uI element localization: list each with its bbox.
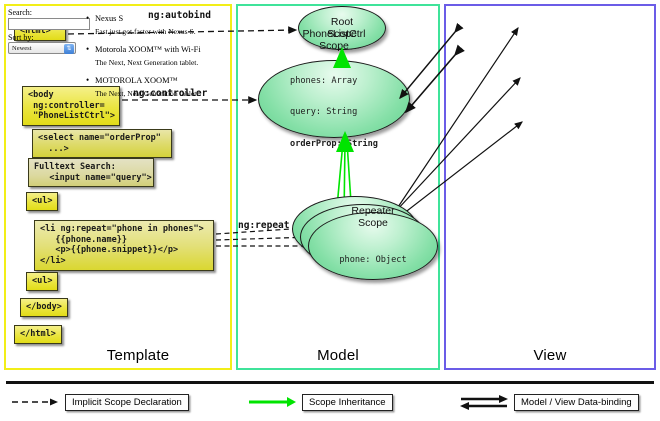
repeater-scope-title-line2: Scope <box>358 217 388 230</box>
panel-view: View <box>444 4 656 370</box>
code-box-fulltext-search: Fulltext Search: <input name="query"> <box>28 158 154 188</box>
scope-ellipse-repeater: Repeater Scope phone: Object <box>308 205 438 280</box>
legend-divider <box>6 381 654 384</box>
panel-template-title: Template <box>106 347 170 364</box>
search-input[interactable] <box>8 18 90 30</box>
code-box-ul-close: <ul> <box>26 272 58 291</box>
connector-label-repeat: ng:repeat <box>238 220 290 231</box>
code-box-body-open: <body ng:controller= "PhoneListCtrl"> <box>22 86 120 126</box>
scope-ellipse-phonelistctrl: PhoneListCtrl Scope phones: Array query:… <box>258 28 410 149</box>
root-scope-title-line2: Scope <box>327 28 357 40</box>
phonelist-scope-title-line2: Scope <box>319 39 349 52</box>
phone-name: Motorola XOOM™ with Wi-Fi <box>86 44 218 54</box>
panel-view-title: View <box>533 347 567 364</box>
prop-phone: phone: Object <box>339 255 407 266</box>
prop-query: query: String <box>290 107 358 118</box>
phone-snippet: The Next, Next Generation tablet. <box>95 89 199 98</box>
phone-name: MOTOROLA XOOM™ <box>86 75 218 85</box>
legend: Implicit Scope Declaration Scope Inherit… <box>0 389 660 419</box>
sortby-label: Sort by: <box>8 33 34 42</box>
phone-snippet: Fast just got faster with Nexus S. <box>95 27 196 36</box>
phone-snippet: The Next, Next Generation tablet. <box>95 58 199 67</box>
panel-model-title: Model <box>317 347 359 364</box>
chevron-down-icon: ⇅ <box>64 44 74 54</box>
connector-label-autobind: ng:autobind <box>148 10 211 21</box>
repeater-scope-title-line1: Repeater <box>351 205 395 218</box>
phone-name: Nexus S <box>86 13 218 23</box>
legend-item-scope-inheritance: Scope Inheritance <box>245 393 393 411</box>
root-scope-title-line1: Root <box>330 15 354 28</box>
dashed-arrow-icon <box>12 398 58 406</box>
legend-label-implicit-scope: Implicit Scope Declaration <box>65 393 189 411</box>
list-item[interactable]: MOTOROLA XOOM™ The Next, Next Generation… <box>86 75 218 98</box>
sort-select-value: Newest <box>12 44 32 52</box>
phonelist-scope-title-line1: PhoneListCtrl <box>302 27 366 40</box>
phonelist-scope-props: phones: Array query: String orderProp: S… <box>290 55 378 170</box>
legend-label-scope-inheritance: Scope Inheritance <box>302 393 393 411</box>
legend-label-data-binding: Model / View Data-binding <box>514 393 639 411</box>
prop-orderprop: orderProp: String <box>290 138 378 149</box>
code-box-html-close: </html> <box>14 325 62 344</box>
prop-phones: phones: Array <box>290 75 358 86</box>
double-arrow-icon <box>460 395 508 410</box>
code-box-body-close: </body> <box>20 298 68 317</box>
legend-item-data-binding: Model / View Data-binding <box>457 393 639 411</box>
connector-label-controller: ng:controller <box>133 88 208 99</box>
list-item[interactable]: Motorola XOOM™ with Wi-Fi The Next, Next… <box>86 44 218 67</box>
code-box-select: <select name="orderProp" ...> <box>32 129 172 159</box>
code-box-ul-open: <ul> <box>26 192 58 211</box>
green-arrow-icon <box>249 397 296 407</box>
code-box-li-repeat: <li ng:repeat="phone in phones"> {{phone… <box>34 220 214 271</box>
repeater-scope-props: phone: Object <box>339 234 406 286</box>
search-label: Search: <box>8 8 32 17</box>
sort-select[interactable]: Newest ⇅ <box>8 42 76 54</box>
legend-item-implicit-scope: Implicit Scope Declaration <box>8 393 189 411</box>
